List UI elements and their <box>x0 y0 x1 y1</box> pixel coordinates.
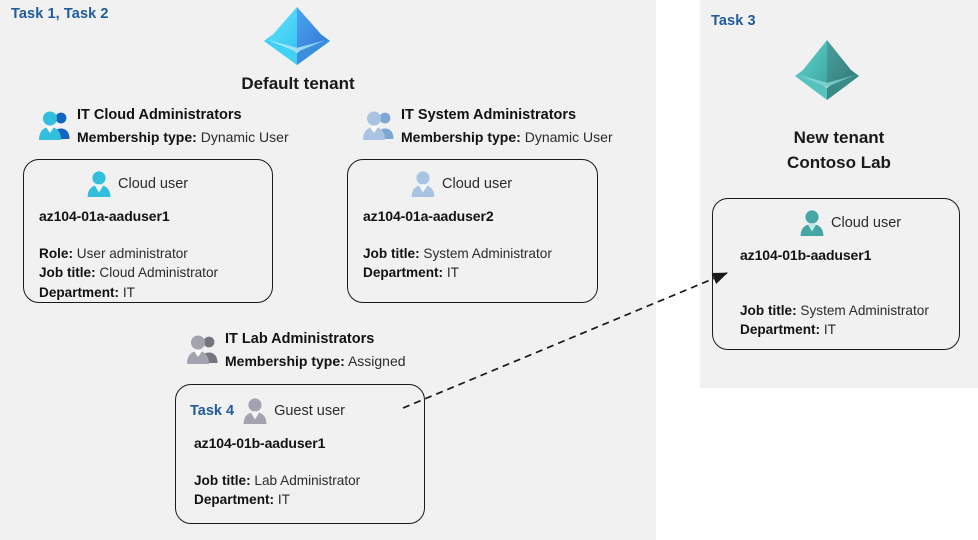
property-value: IT <box>446 265 459 281</box>
user-card-az104-01a-aaduser1[interactable]: Cloud user az104-01a-aaduser1 Role: User… <box>23 159 273 303</box>
card-header: Cloud user <box>799 209 901 237</box>
group-membership-value: Assigned <box>347 352 406 369</box>
group-name: IT Cloud Administrators <box>77 107 242 123</box>
property-row: Department: IT <box>740 320 929 339</box>
property-value: Lab Administrator <box>254 473 361 488</box>
group-it-lab-administrators: IT Lab Administrators Membership type: A… <box>186 330 406 371</box>
property-label: Job title: <box>363 246 420 261</box>
property-label: Department: <box>39 284 120 300</box>
cloud-user-icon <box>86 170 112 198</box>
group-users-icon <box>38 109 72 141</box>
property-value: System Administrator <box>800 303 929 318</box>
guest-user-icon <box>242 397 268 425</box>
group-membership-label: Membership type: <box>225 352 345 369</box>
default-tenant-panel <box>0 0 656 540</box>
property-row: Job title: System Administrator <box>363 244 552 263</box>
property-label: Job title: <box>39 265 96 281</box>
property-value: IT <box>122 284 135 300</box>
user-properties: Job title: System Administrator Departme… <box>740 301 929 340</box>
property-label: Department: <box>740 322 821 338</box>
user-principal-name: az104-01b-aaduser1 <box>740 247 872 263</box>
property-label: Job title: <box>740 303 797 318</box>
property-row: Job title: Lab Administrator <box>194 471 360 490</box>
user-card-az104-01b-aaduser1-guest[interactable]: Task 4 Guest user az104-01b-aaduser1 Job… <box>175 384 425 524</box>
group-it-system-administrators: IT System Administrators Membership type… <box>362 106 613 147</box>
new-tenant-title-line1: New tenant <box>793 128 885 147</box>
property-label: Role: <box>39 246 73 261</box>
user-card-az104-01b-aaduser1-cloud[interactable]: Cloud user az104-01b-aaduser1 Job title:… <box>712 198 960 350</box>
group-users-icon <box>186 333 220 365</box>
card-header: Cloud user <box>86 170 188 198</box>
property-label: Job title: <box>194 473 251 488</box>
new-tenant-title: New tenant Contoso Lab <box>719 126 959 175</box>
user-properties: Role: User administrator Job title: Clou… <box>39 244 218 302</box>
property-row: Role: User administrator <box>39 244 218 263</box>
task-label-4: Task 4 <box>190 403 235 419</box>
group-name: IT Lab Administrators <box>225 331 375 347</box>
card-header: Cloud user <box>410 170 512 198</box>
default-tenant-title: Default tenant <box>241 74 355 93</box>
user-type-label: Guest user <box>274 403 345 419</box>
group-it-cloud-administrators: IT Cloud Administrators Membership type:… <box>38 106 289 147</box>
cloud-user-icon <box>410 170 436 198</box>
property-value: IT <box>277 492 290 508</box>
group-membership-label: Membership type: <box>77 128 197 145</box>
property-value: Cloud Administrator <box>99 265 219 281</box>
azure-tenant-icon <box>790 34 864 106</box>
property-value: IT <box>823 322 836 338</box>
user-type-label: Cloud user <box>831 215 902 231</box>
user-properties: Job title: Lab Administrator Department:… <box>194 471 360 510</box>
group-membership-value: Dynamic User <box>200 128 289 145</box>
user-principal-name: az104-01b-aaduser1 <box>194 435 326 451</box>
new-tenant-title-line2: Contoso Lab <box>787 152 891 172</box>
group-users-icon <box>362 109 396 141</box>
task-label-3: Task 3 <box>711 13 756 29</box>
user-type-label: Cloud user <box>118 176 189 192</box>
property-label: Department: <box>194 492 275 508</box>
azure-tenant-icon <box>258 2 336 70</box>
group-membership-type: Membership type: Dynamic User <box>77 127 289 147</box>
property-value: System Administrator <box>423 246 552 261</box>
cloud-user-icon <box>799 209 825 237</box>
group-membership-type: Membership type: Assigned <box>225 351 406 371</box>
user-card-az104-01a-aaduser2[interactable]: Cloud user az104-01a-aaduser2 Job title:… <box>347 159 598 303</box>
property-row: Department: IT <box>363 263 552 282</box>
user-properties: Job title: System Administrator Departme… <box>363 244 552 283</box>
user-principal-name: az104-01a-aaduser2 <box>363 208 494 224</box>
task-label-1-2: Task 1, Task 2 <box>11 6 109 22</box>
group-membership-label: Membership type: <box>401 128 521 145</box>
property-value: User administrator <box>76 246 188 261</box>
group-membership-type: Membership type: Dynamic User <box>401 127 613 147</box>
property-row: Job title: Cloud Administrator <box>39 263 218 282</box>
property-row: Department: IT <box>194 490 360 509</box>
user-type-label: Cloud user <box>442 176 513 192</box>
group-membership-value: Dynamic User <box>524 128 613 145</box>
property-row: Department: IT <box>39 283 218 302</box>
property-label: Department: <box>363 265 444 281</box>
card-header: Task 4 Guest user <box>190 397 345 425</box>
user-principal-name: az104-01a-aaduser1 <box>39 208 170 224</box>
property-row: Job title: System Administrator <box>740 301 929 320</box>
group-name: IT System Administrators <box>401 107 577 123</box>
